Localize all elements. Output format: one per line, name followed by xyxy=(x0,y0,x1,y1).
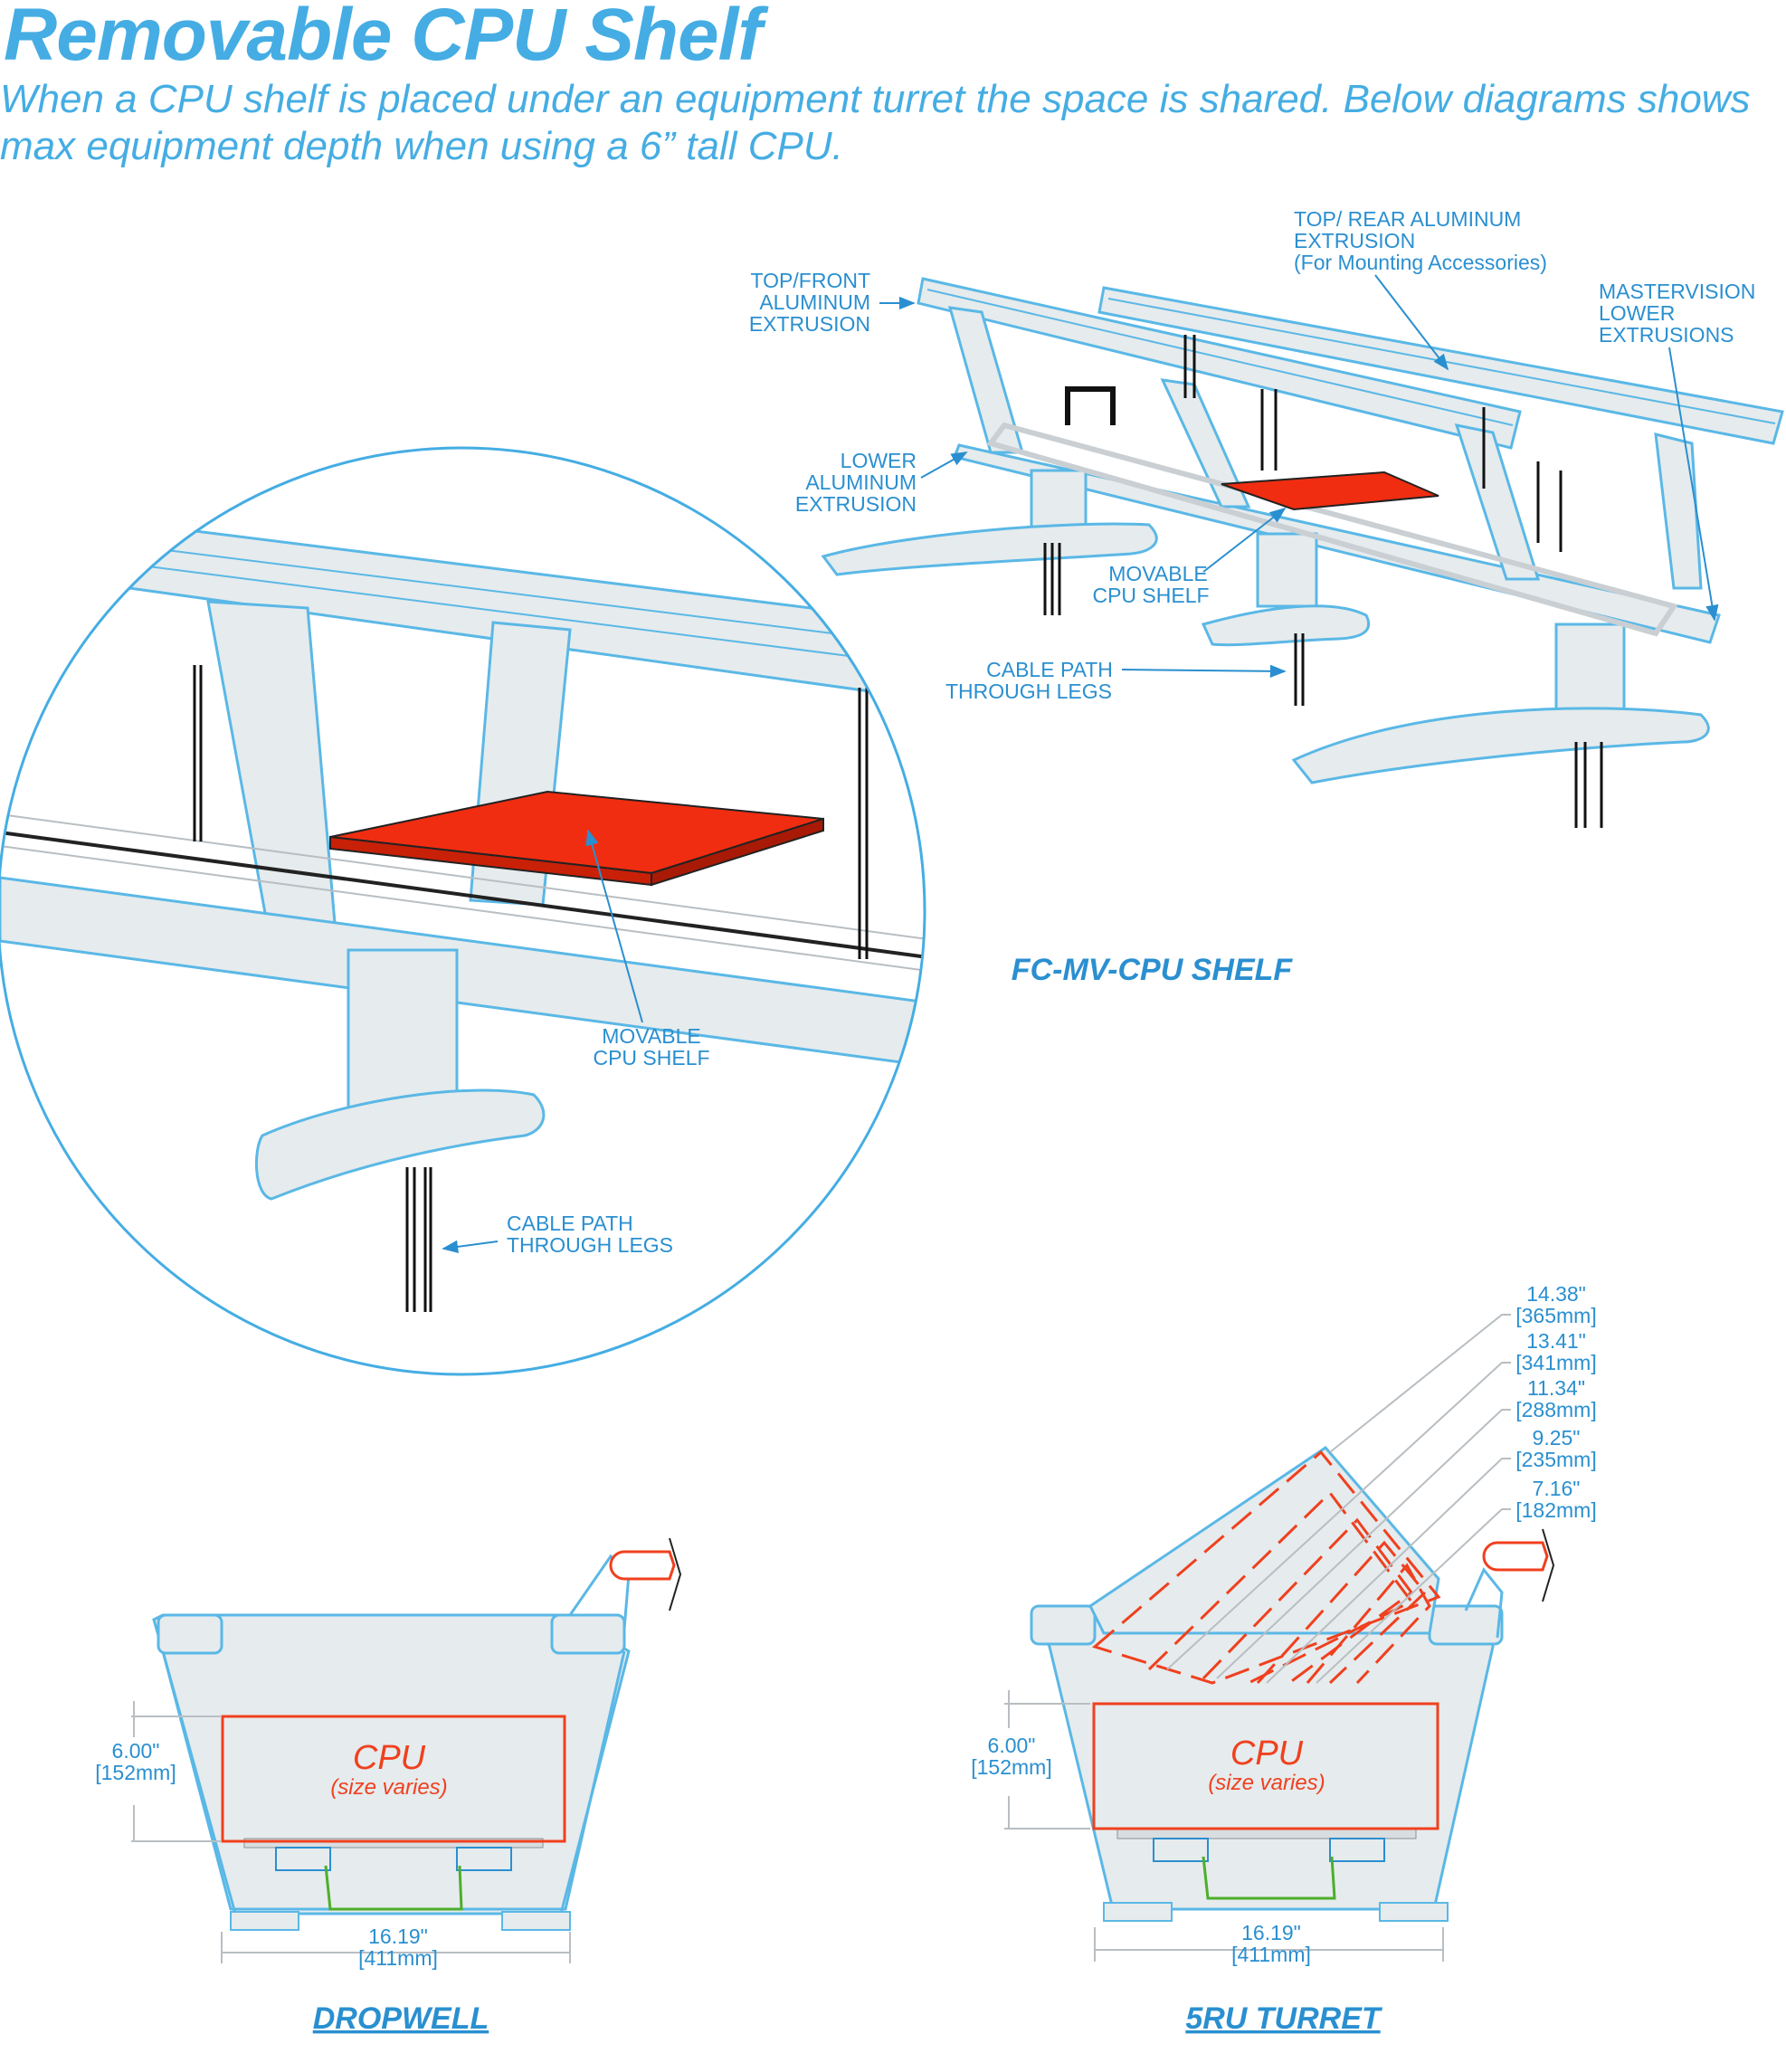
svg-text:EXTRUSION: EXTRUSION xyxy=(795,492,917,516)
caption-turret: 5RU TURRET xyxy=(1185,2001,1383,2036)
label-movable-shelf-overview: MOVABLE CPU SHELF xyxy=(1092,507,1287,607)
svg-text:[411mm]: [411mm] xyxy=(358,1946,438,1970)
svg-text:THROUGH LEGS: THROUGH LEGS xyxy=(507,1233,673,1257)
svg-text:LOWER: LOWER xyxy=(1599,301,1675,325)
svg-text:9.25": 9.25" xyxy=(1533,1426,1581,1449)
svg-text:CABLE PATH: CABLE PATH xyxy=(507,1212,633,1235)
svg-text:[411mm]: [411mm] xyxy=(1231,1943,1311,1966)
svg-text:16.19": 16.19" xyxy=(368,1925,428,1948)
dropwell-cpu-note: (size varies) xyxy=(330,1775,447,1800)
overview-illustration xyxy=(821,277,1784,828)
dropwell-cpu-label: CPU xyxy=(353,1739,426,1777)
svg-text:[182mm]: [182mm] xyxy=(1515,1498,1596,1522)
svg-text:CABLE PATH: CABLE PATH xyxy=(986,658,1113,681)
label-lower-extrusion: LOWER ALUMINUM EXTRUSION xyxy=(795,449,968,516)
svg-text:[235mm]: [235mm] xyxy=(1515,1448,1596,1471)
svg-text:[365mm]: [365mm] xyxy=(1515,1304,1596,1327)
depth-dimension: 11.34" [288mm] xyxy=(1216,1376,1597,1679)
turret-width-dimension: 16.19" [411mm] xyxy=(1094,1921,1444,1966)
svg-text:14.38": 14.38" xyxy=(1526,1282,1586,1306)
turret-section xyxy=(1030,1446,1555,1922)
svg-text:EXTRUSIONS: EXTRUSIONS xyxy=(1599,323,1734,347)
turret-height-dimension: 6.00" [152mm] xyxy=(971,1690,1090,1830)
page-title: Removable CPU Shelf xyxy=(4,0,763,76)
dropwell-height-dimension: 6.00" [152mm] xyxy=(95,1701,222,1842)
label-cable-path-overview: CABLE PATH THROUGH LEGS xyxy=(945,658,1287,703)
svg-text:[341mm]: [341mm] xyxy=(1515,1351,1596,1374)
svg-text:[152mm]: [152mm] xyxy=(971,1755,1051,1779)
svg-text:LOWER: LOWER xyxy=(841,449,917,472)
svg-text:11.34": 11.34" xyxy=(1527,1376,1585,1400)
svg-text:[152mm]: [152mm] xyxy=(95,1761,176,1784)
svg-text:TOP/ REAR ALUMINUM: TOP/ REAR ALUMINUM xyxy=(1294,207,1521,231)
svg-text:MOVABLE: MOVABLE xyxy=(602,1024,701,1048)
depth-dimension: 14.38" [365mm] xyxy=(1329,1282,1597,1453)
svg-text:13.41": 13.41" xyxy=(1526,1329,1586,1353)
svg-text:EXTRUSION: EXTRUSION xyxy=(1294,229,1415,252)
svg-text:MOVABLE: MOVABLE xyxy=(1108,562,1208,585)
svg-text:ALUMINUM: ALUMINUM xyxy=(805,470,917,494)
dropwell-section xyxy=(152,1537,682,1931)
depth-dimension: 7.16" [182mm] xyxy=(1316,1477,1597,1684)
svg-text:7.16": 7.16" xyxy=(1533,1477,1581,1500)
turret-depth-dimensions: 14.38" [365mm] 13.41" [341mm] 11.34" [28… xyxy=(1166,1282,1597,1684)
svg-text:CPU SHELF: CPU SHELF xyxy=(593,1046,709,1069)
label-top-rear: TOP/ REAR ALUMINUM EXTRUSION (For Mounti… xyxy=(1294,207,1547,371)
svg-text:ALUMINUM: ALUMINUM xyxy=(759,290,870,314)
svg-text:[288mm]: [288mm] xyxy=(1515,1398,1596,1421)
svg-text:(For Mounting Accessories): (For Mounting Accessories) xyxy=(1294,251,1547,274)
page-subtitle: When a CPU shelf is placed under an equi… xyxy=(0,77,1751,168)
dropwell-width-dimension: 16.19" [411mm] xyxy=(221,1925,571,1970)
svg-text:CPU SHELF: CPU SHELF xyxy=(1092,584,1209,607)
svg-text:16.19": 16.19" xyxy=(1241,1921,1301,1944)
detail-circle xyxy=(0,446,926,1376)
depth-dimension: 13.41" [341mm] xyxy=(1166,1329,1597,1670)
svg-text:6.00": 6.00" xyxy=(112,1739,160,1763)
label-top-front: TOP/FRONT ALUMINUM EXTRUSION xyxy=(749,269,916,336)
svg-text:MASTERVISION: MASTERVISION xyxy=(1599,280,1755,303)
label-mastervision: MASTERVISION LOWER EXTRUSIONS xyxy=(1599,280,1755,622)
label-movable-shelf-detail: MOVABLE CPU SHELF xyxy=(585,829,710,1069)
svg-text:6.00": 6.00" xyxy=(988,1734,1036,1757)
caption-overview: FC-MV-CPU SHELF xyxy=(1012,953,1294,987)
label-cable-path-detail: CABLE PATH THROUGH LEGS xyxy=(442,1212,673,1257)
svg-text:EXTRUSION: EXTRUSION xyxy=(749,312,870,336)
svg-text:TOP/FRONT: TOP/FRONT xyxy=(751,269,870,292)
turret-cpu-note: (size varies) xyxy=(1208,1771,1325,1795)
turret-cpu-label: CPU xyxy=(1230,1735,1304,1773)
svg-text:THROUGH LEGS: THROUGH LEGS xyxy=(945,680,1112,703)
depth-dimension: 9.25" [235mm] xyxy=(1266,1426,1597,1684)
caption-dropwell: DROPWELL xyxy=(313,2001,489,2036)
